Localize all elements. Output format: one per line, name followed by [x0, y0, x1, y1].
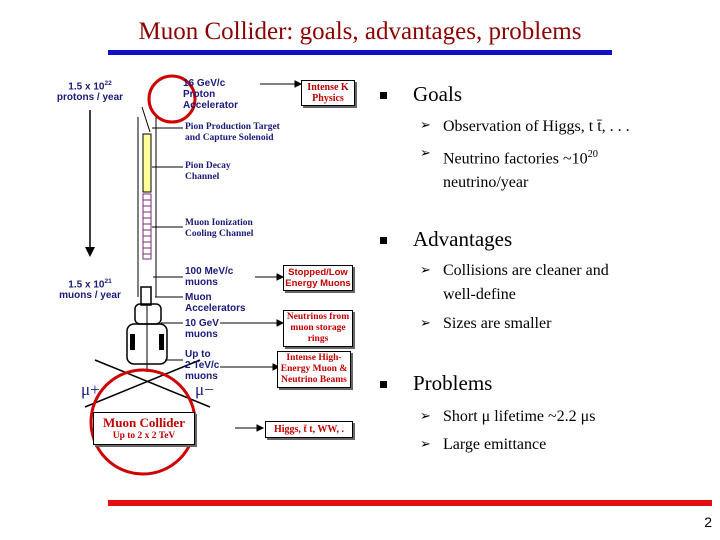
cooling-channel — [142, 193, 152, 260]
pointer-lines — [152, 127, 183, 361]
title-underline — [108, 50, 612, 55]
pion-decay-label: Pion Decay Channel — [185, 161, 231, 182]
mu-minus-line — [84, 359, 201, 408]
problem-item-lifetime: Short μ lifetime ~2.2 μs — [443, 408, 596, 425]
higgs-physics-box: Higgs, t̄ t, WW, . — [265, 421, 353, 438]
square-bullet-icon — [380, 381, 387, 388]
intense-k-box: Intense K Physics — [301, 80, 355, 106]
arrowhead-bullet-icon: ➢ — [420, 146, 431, 161]
intense-beams-box: Intense High- Energy Muon & Neutrino Bea… — [277, 351, 351, 388]
slide-title: Muon Collider: goals, advantages, proble… — [138, 18, 582, 45]
mu-minus-label: μ− — [195, 380, 214, 399]
flux-arrowhead — [85, 247, 95, 257]
arrowhead-bullet-icon: ➢ — [420, 437, 431, 452]
arrowhead-bullet-icon: ➢ — [420, 263, 431, 278]
gev-muons-label: 10 GeV muons — [185, 318, 219, 340]
diagram-graphics — [84, 74, 303, 476]
cooling-channel-label: Muon Ionization Cooling Channel — [185, 218, 254, 239]
output-arrows — [220, 80, 303, 432]
muon-collider-diagram: 1.5 x 1022 protons / year 1.5 x 1021 muo… — [55, 72, 370, 482]
pion-decay-channel — [142, 133, 152, 193]
advantage-item-smaller: Sizes are smaller — [443, 315, 552, 332]
tev-muons-label: Up to 2 TeV/c muons — [185, 349, 220, 382]
mu-plus-label: μ+ — [81, 380, 100, 399]
arrowhead-bullet-icon: ➢ — [420, 409, 431, 424]
muon-accelerators-label: Muon Accelerators — [185, 292, 246, 314]
muon-collider-box: Muon Collider Up to 2 x 2 TeV — [93, 412, 195, 445]
proton-ring — [147, 74, 197, 124]
problem-item-emittance: Large emittance — [443, 436, 547, 453]
target-line — [141, 106, 151, 133]
goal-item-higgs: Observation of Higgs, t t̄, . . . — [443, 118, 630, 135]
advantage-item-cleaner: Collisions are cleaner and well-define — [443, 262, 609, 303]
muon-flux-label: 1.5 x 1021 muons / year — [59, 278, 121, 302]
square-bullet-icon — [380, 92, 387, 99]
mev-muons-label: 100 MeV/c muons — [185, 266, 234, 288]
page-number: 2 — [704, 514, 712, 530]
arrowhead-bullet-icon: ➢ — [420, 316, 431, 331]
square-bullet-icon — [380, 237, 387, 244]
small-accelerator — [140, 286, 152, 306]
neutrino-storage-box: Neutrinos from muon storage rings — [283, 310, 353, 347]
pion-target-label: Pion Production Target and Capture Solen… — [185, 122, 280, 143]
stopped-muons-box: Stopped/Low Energy Muons — [283, 265, 353, 291]
cooling-cells — [143, 199, 151, 255]
proton-flux-label: 1.5 x 1022 protons / year — [56, 80, 124, 104]
proton-accelerator-label: 16 GeV/c Proton Accelerator — [183, 78, 239, 111]
footer-rule — [108, 500, 712, 506]
collider-ring — [89, 368, 197, 476]
rf-cavity-right — [159, 334, 164, 350]
goal-item-neutrino: Neutrino factories ~1020 neutrino/year — [443, 149, 598, 192]
advantages-heading: Advantages — [413, 227, 513, 251]
recirc-ring-top — [134, 303, 162, 325]
goals-heading: Goals — [413, 82, 462, 106]
problems-heading: Problems — [413, 371, 493, 395]
arrowhead-bullet-icon: ➢ — [420, 118, 431, 133]
rf-cavity-left — [130, 334, 135, 350]
